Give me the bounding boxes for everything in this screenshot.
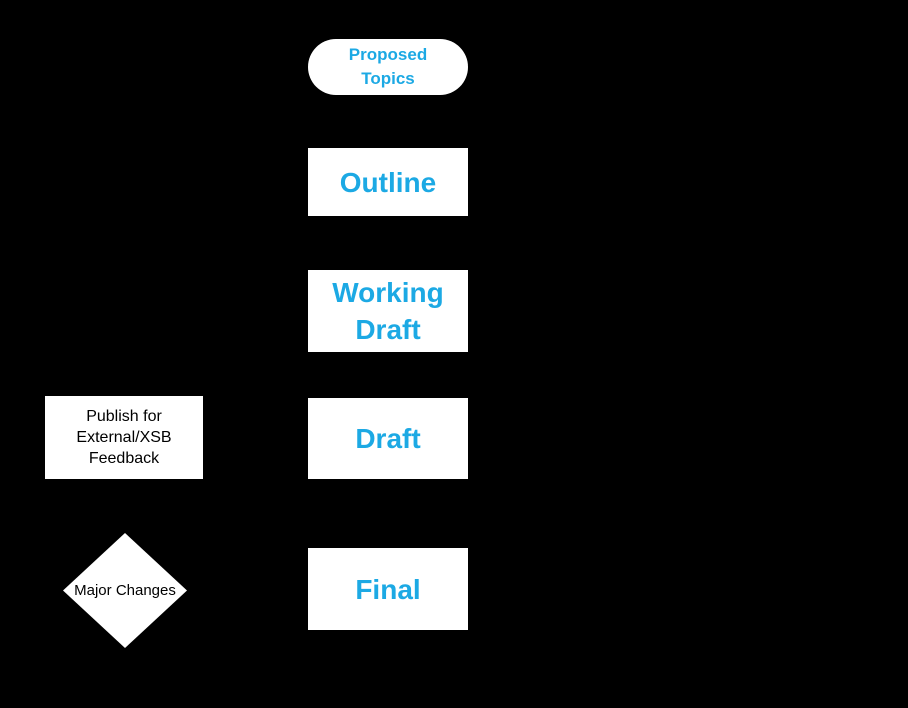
node-draft-label: Draft — [355, 423, 421, 454]
node-outline-label: Outline — [339, 166, 437, 198]
node-draft: Draft — [308, 398, 468, 479]
node-proposed-topics-label: Proposed Topics — [348, 45, 428, 88]
node-working-draft-label: Working Draft — [332, 277, 444, 345]
node-working-draft: Working Draft — [308, 270, 468, 352]
node-final: Final — [308, 548, 468, 630]
node-major-changes-diamond: Major Changes — [63, 533, 187, 648]
node-final-label: Final — [355, 573, 421, 605]
node-publish-feedback-label: Publish for External/XSB Feedback — [76, 408, 172, 467]
node-publish-feedback: Publish for External/XSB Feedback — [45, 396, 203, 479]
node-outline: Outline — [308, 148, 468, 216]
node-proposed-topics: Proposed Topics — [308, 39, 468, 95]
node-major-changes-label: Major Changes — [74, 581, 176, 599]
